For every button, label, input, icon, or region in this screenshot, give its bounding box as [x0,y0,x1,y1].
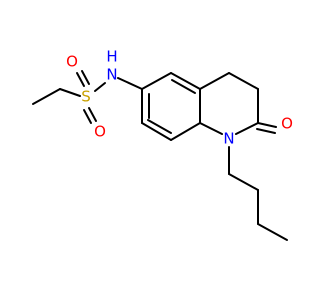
nitrogen-atom-label-ring: N [223,130,234,148]
bond-butyl-c3-c4 [257,223,288,241]
oxygen-atom-label-carbonyl: O [281,115,293,133]
nitrogen-atom-label-sulfonamide: N [106,66,117,84]
bond-ring-inner-c8-c7 [147,119,172,134]
bond-sulfur-oxygen-bottom-b [88,107,97,122]
atom-labels-group: S O O N H N O [66,48,293,148]
bond-ring-c5-c4a [170,72,201,90]
bond-sulfur-oxygen-top-b [81,70,90,85]
bond-ring-c6-c5 [141,72,172,90]
bond-carbonyl-a [257,122,277,128]
bond-ring-c8a-c8 [170,122,201,141]
bonds-group [32,70,288,241]
bond-ch2-sulfur [59,88,81,97]
bond-ch3-ch2 [32,88,61,105]
bond-c4a-c4 [199,72,230,90]
bond-n1-c8a [199,122,223,135]
bond-c4-c3 [228,72,259,90]
bond-c2-n1 [235,122,259,135]
oxygen-atom-label-top: O [66,53,78,71]
bond-butyl-c1-c2 [228,173,259,191]
bond-sulfur-oxygen-bottom-a [83,109,92,124]
bond-carbonyl-b [256,128,276,134]
oxygen-atom-label-bottom: O [94,123,106,141]
bond-nitrogen-aromatic-carbon [117,77,143,90]
molecule-structure-diagram: S O O N H N O [32,48,293,241]
bond-sulfur-oxygen-top-a [76,72,85,87]
bond-sulfur-nitrogen [94,82,106,92]
bond-ring-c8-c7 [141,122,172,141]
bond-ring-inner-c5-c4a [171,79,196,94]
sulfur-atom-label: S [81,88,91,106]
hydrogen-atom-label-nh: H [106,48,117,66]
